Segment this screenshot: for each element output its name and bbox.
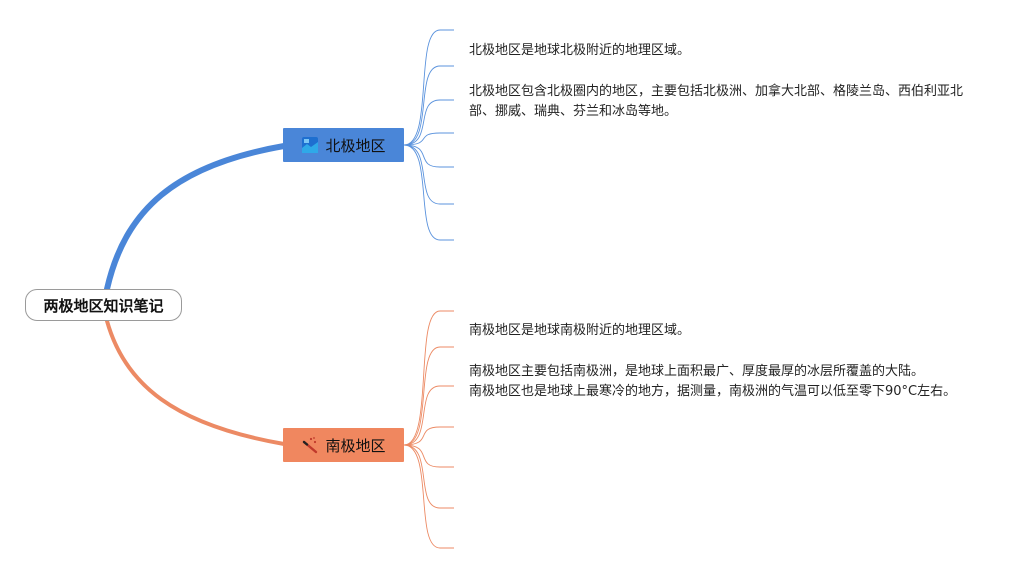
connector-root-south bbox=[105, 319, 286, 446]
north-leaf-connector-4 bbox=[403, 132, 454, 146]
north-leaf-connector-3 bbox=[403, 99, 454, 146]
south-leaf-connector-1 bbox=[403, 310, 454, 446]
north-leaf-connector-6 bbox=[403, 144, 454, 205]
south-leaf-connectors bbox=[403, 310, 454, 549]
north-leaf-connector-5 bbox=[403, 144, 454, 168]
south-leaf-connector-5 bbox=[403, 444, 454, 468]
note-south-2: 南极地区主要包括南极洲，是地球上面积最广、厚度最厚的冰层所覆盖的大陆。 bbox=[469, 364, 925, 379]
north-leaf-connector-1 bbox=[403, 29, 454, 146]
note-south-1: 南极地区是地球南极附近的地理区域。 bbox=[469, 323, 691, 338]
map-icon bbox=[301, 136, 319, 154]
root-topic[interactable]: 两极地区知识笔记 bbox=[25, 289, 182, 321]
note-north-2: 北极地区包含北极圈内的地区，主要包括北极洲、加拿大北部、格陵兰岛、西伯利亚北部、… bbox=[469, 84, 964, 119]
north-leaf-connector-2 bbox=[403, 65, 454, 146]
magic-wand-icon bbox=[301, 436, 319, 454]
south-leaf-connector-6 bbox=[403, 444, 454, 509]
note-north-1: 北极地区是地球北极附近的地理区域。 bbox=[469, 43, 691, 58]
branch-south-label: 南极地区 bbox=[325, 436, 386, 455]
root-topic-label: 两极地区知识笔记 bbox=[43, 296, 164, 315]
south-leaf-connector-3 bbox=[403, 385, 454, 446]
north-leaf-connector-7 bbox=[403, 144, 454, 241]
south-leaf-connector-2 bbox=[403, 346, 454, 446]
south-leaf-connector-4 bbox=[403, 426, 454, 446]
branch-north-label: 北极地区 bbox=[325, 136, 386, 155]
connector-root-north bbox=[104, 143, 287, 292]
branch-north-arctic[interactable]: 北极地区 bbox=[283, 128, 404, 162]
south-leaf-connector-7 bbox=[403, 444, 454, 549]
note-south-3: 南极地区也是地球上最寒冷的地方，据测量，南极洲的气温可以低至零下90°C左右。 bbox=[469, 384, 957, 399]
north-leaf-connectors bbox=[403, 29, 454, 241]
branch-south-antarctic[interactable]: 南极地区 bbox=[283, 428, 404, 462]
